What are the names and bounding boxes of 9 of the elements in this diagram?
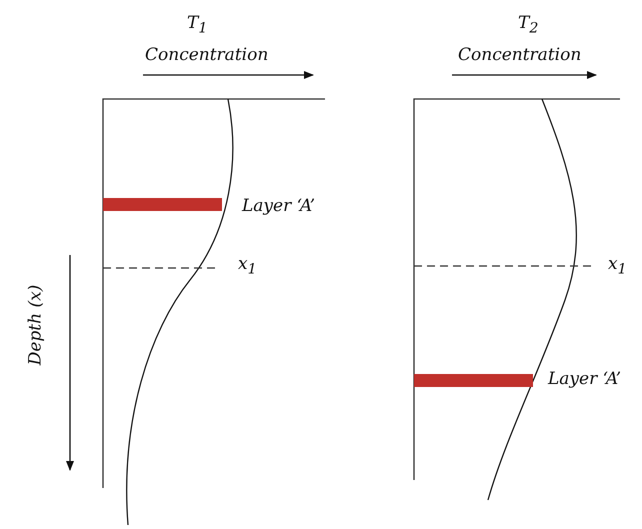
depth-marker-label: x$_{1}$ — [238, 255, 257, 278]
layer-label: Layer ‘A’ — [548, 370, 622, 389]
axis-label: Concentration — [145, 46, 268, 65]
temperature-label: T$_{1}$ — [187, 14, 208, 37]
axis-label: Concentration — [458, 46, 582, 65]
depth-marker-label: x$_{1}$ — [608, 255, 627, 278]
layer-label: Layer ‘A’ — [242, 197, 316, 216]
temperature-label: T$_{2}$ — [518, 14, 538, 37]
axis-label: Depth (x) — [26, 284, 46, 366]
